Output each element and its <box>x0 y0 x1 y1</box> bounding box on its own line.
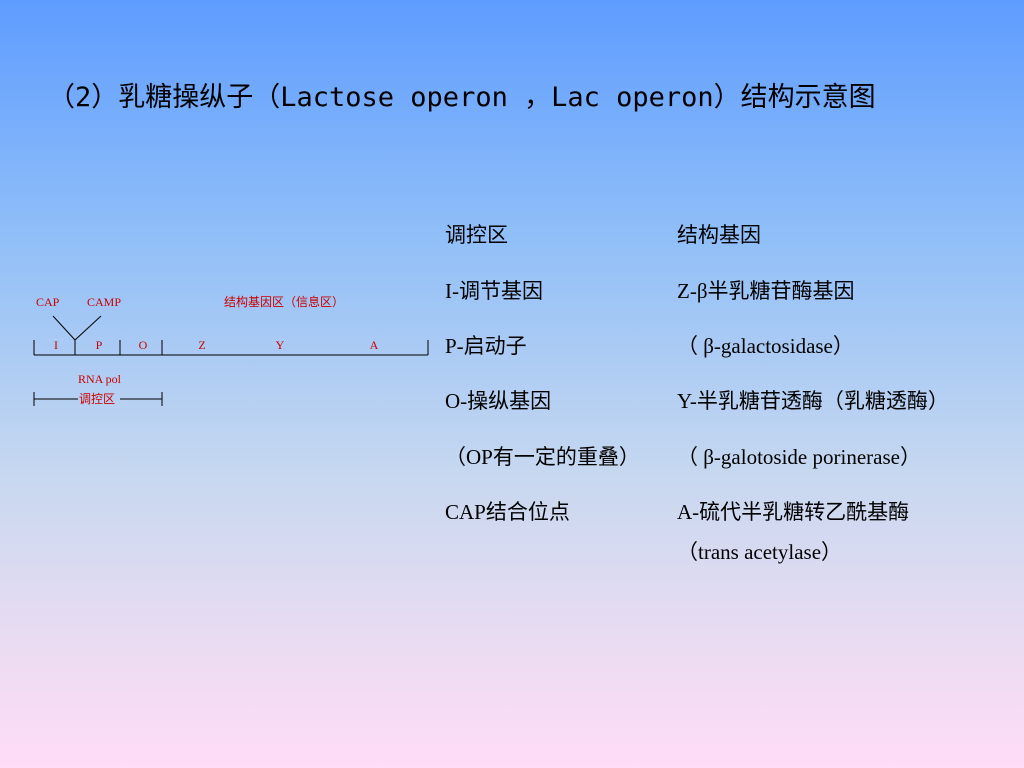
left-item: P-启动子 <box>445 334 527 358</box>
regulatory-region-label: 调控区 <box>79 392 115 406</box>
gene-z: Z <box>198 338 205 352</box>
left-item-header: 调控区 <box>445 223 508 247</box>
right-item: （ β-galactosidase） <box>677 334 854 358</box>
gene-o: O <box>139 338 148 352</box>
left-item: O-操纵基因 <box>445 389 552 413</box>
left-item: CAP结合位点 <box>445 500 570 524</box>
lac-operon-diagram: CAP CAMP 结构基因区（信息区） I P O Z Y A RNA pol … <box>33 294 429 406</box>
right-item: A-硫代半乳糖转乙酰基酶 <box>677 500 910 524</box>
right-item: Z-β半乳糖苷酶基因 <box>677 279 855 303</box>
left-item: I-调节基因 <box>445 279 543 303</box>
slide-title: （2）乳糖操纵子（Lactose operon ，Lac operon）结构示意… <box>48 82 876 113</box>
gene-a: A <box>370 338 379 352</box>
cap-label: CAP <box>36 295 60 309</box>
rna-pol-label: RNA pol <box>78 372 122 386</box>
gene-y: Y <box>276 338 285 352</box>
right-item-header: 结构基因 <box>677 223 761 247</box>
gene-i: I <box>54 338 58 352</box>
camp-connector <box>74 315 102 341</box>
structural-region-label: 结构基因区（信息区） <box>224 294 344 309</box>
right-item: （ β-galotoside porinerase） <box>677 445 921 469</box>
left-item: （OP有一定的重叠） <box>445 445 640 469</box>
right-item: Y-半乳糖苷透酶（乳糖透酶） <box>677 389 949 413</box>
camp-label: CAMP <box>87 295 121 309</box>
right-item: （trans acetylase） <box>677 540 843 564</box>
gene-p: P <box>96 338 103 352</box>
cap-connector <box>52 315 76 341</box>
